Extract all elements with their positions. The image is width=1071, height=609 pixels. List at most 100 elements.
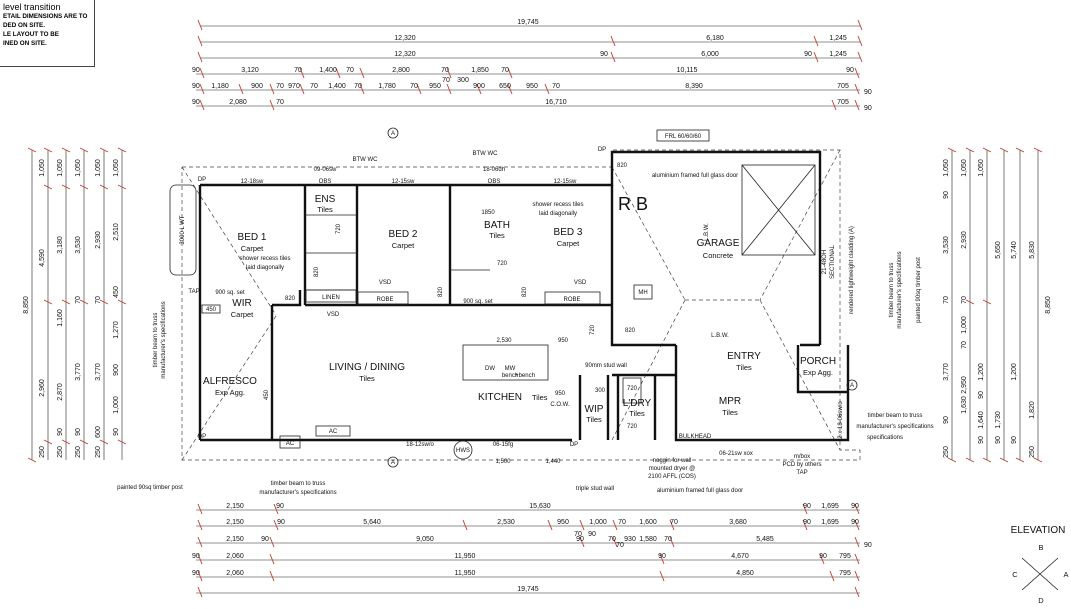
dim-label: 2,060 [226, 553, 244, 560]
handwritten-mark: R B [618, 194, 648, 214]
stud-note: 90mm stud wall [585, 363, 627, 369]
btw-wc-label: BTW WC [353, 157, 379, 163]
shower-note: laid diagonally [539, 211, 577, 217]
room-finish-alfresco: Exp Agg. [215, 388, 245, 397]
dim-label: 11,950 [455, 553, 476, 560]
marker-letter: A [850, 383, 854, 389]
dim-label: 90 [851, 503, 859, 510]
cow-label: C.O.W. [550, 402, 570, 408]
frl-box [656, 129, 710, 142]
dim-label: 90 [851, 519, 859, 526]
beam-note: manufacturer's specifications [161, 301, 167, 378]
dim-label: 70 [95, 296, 102, 304]
dim-label: 70 [574, 531, 582, 538]
elevation-indicator: ELEVATION B A C D [1011, 525, 1069, 605]
ac-label: AC [329, 429, 338, 435]
dim-label: 2,060 [226, 570, 244, 577]
room-labels: BED 1 Carpet BED 2 Carpet BED 3 Carpet E… [203, 194, 836, 424]
dim-label: 950 [558, 338, 569, 344]
dim-label: 8,850 [1045, 296, 1052, 314]
shower-note: laid diagonally [246, 265, 284, 271]
window-code: 18-06dh [483, 167, 505, 173]
door-code: 21-48OH [822, 250, 828, 274]
elevation-a: A [1063, 570, 1068, 579]
dim-label: 70 [552, 83, 560, 90]
vsd-label: VSD [379, 280, 392, 286]
room-name-living: LIVING / DINING [329, 362, 405, 373]
room-name-ldry: L'DRY [623, 398, 652, 409]
noggin-note: noggin for wall [653, 458, 692, 464]
dim-label: 90 [864, 542, 872, 549]
dim-label: 1,050 [113, 159, 120, 177]
dim-label: 90 [995, 436, 1002, 444]
shower-note: shower recess tiles [532, 202, 583, 208]
dim-label: 250 [95, 446, 102, 458]
elevation-title: ELEVATION [1011, 525, 1066, 536]
dim-label: 3,770 [943, 363, 950, 381]
dim-label: 1,000 [589, 519, 607, 526]
dim-label: 720 [590, 324, 596, 335]
elevation-d: D [1038, 596, 1044, 605]
section-marker-bottom [387, 456, 399, 468]
dim-label: 70 [346, 67, 354, 74]
dim-label: 1,050 [943, 159, 950, 177]
ac-label: AC [286, 441, 295, 447]
room-name-bed1: BED 1 [238, 232, 267, 243]
dim-label: 70 [943, 296, 950, 304]
room-finish-wip: Tiles [586, 415, 602, 424]
dim-label: 90 [819, 553, 827, 560]
dim-label: 250 [1029, 446, 1036, 458]
left-dimensions: 8,850 4,590 1,050 3,180 1,160 2,960 250 … [23, 147, 127, 463]
dim-label: 2,530 [496, 338, 512, 344]
beam-note: manufacturer's specifications [897, 251, 903, 328]
beam-note: manufacturer's specifications [856, 424, 933, 430]
dim-label: 3,770 [75, 363, 82, 381]
beam-note: timber beam to truss [153, 313, 159, 368]
dim-label: 1,730 [995, 411, 1002, 429]
dim-label: 70 [616, 542, 624, 549]
noggin-note: mounted dryer @ [649, 466, 695, 472]
room-finish-entry: Tiles [736, 363, 752, 372]
linen-label: LINEN [322, 295, 340, 301]
room-name-ens: ENS [315, 194, 336, 205]
counter-label: DW [485, 366, 495, 372]
dim-label: 1,640 [978, 411, 985, 429]
glass-door-note: aluminium framed full glass door [652, 173, 738, 179]
note-line: LE LAYOUT TO BE [3, 31, 59, 38]
dim-label: 1,440 [545, 459, 561, 465]
dim-label: 1,050 [57, 159, 64, 177]
obs-label: OBS [319, 179, 332, 185]
dim-label: 1,630 [961, 396, 968, 414]
dim-label: 450 [206, 307, 217, 313]
frl-label: FRL 60/60/60 [665, 134, 702, 140]
set-note: 900 sq. set [215, 290, 245, 296]
dim-label: 950 [526, 83, 538, 90]
dim-label: 1,600 [639, 519, 657, 526]
dim-label: 970 [288, 83, 300, 90]
room-name-wip: WIP [585, 404, 604, 415]
dim-label: 900 [251, 83, 263, 90]
dim-label: 3,530 [75, 236, 82, 254]
section-marker-right [846, 379, 858, 391]
dim-label: 90 [192, 553, 200, 560]
dim-label: 4,850 [736, 570, 754, 577]
marker-letter: A [391, 460, 395, 466]
dim-label: 1,000 [961, 316, 968, 334]
dim-label: 2,870 [57, 383, 64, 401]
dim-label: 5,640 [363, 519, 381, 526]
room-finish-wir: Carpet [231, 310, 254, 319]
marker-letter: A [391, 131, 395, 137]
bath-dim: 1850 [481, 210, 495, 216]
dim-label: 5,650 [995, 241, 1002, 259]
dim-label: 90 [75, 428, 82, 436]
set-note: 900 sq. set [463, 299, 493, 305]
room-name-bed2: BED 2 [389, 229, 418, 240]
vsd-label: VSD [327, 312, 340, 318]
mbox-note: PCD by others [782, 462, 821, 468]
dim-label: 300 [457, 77, 469, 84]
room-finish-mpr: Tiles [722, 408, 738, 417]
dim-label: 1,245 [829, 35, 847, 42]
dim-label: 600 [95, 426, 102, 438]
lbw-label: L.B.W. [711, 333, 729, 339]
dp-label: DP [598, 147, 606, 153]
